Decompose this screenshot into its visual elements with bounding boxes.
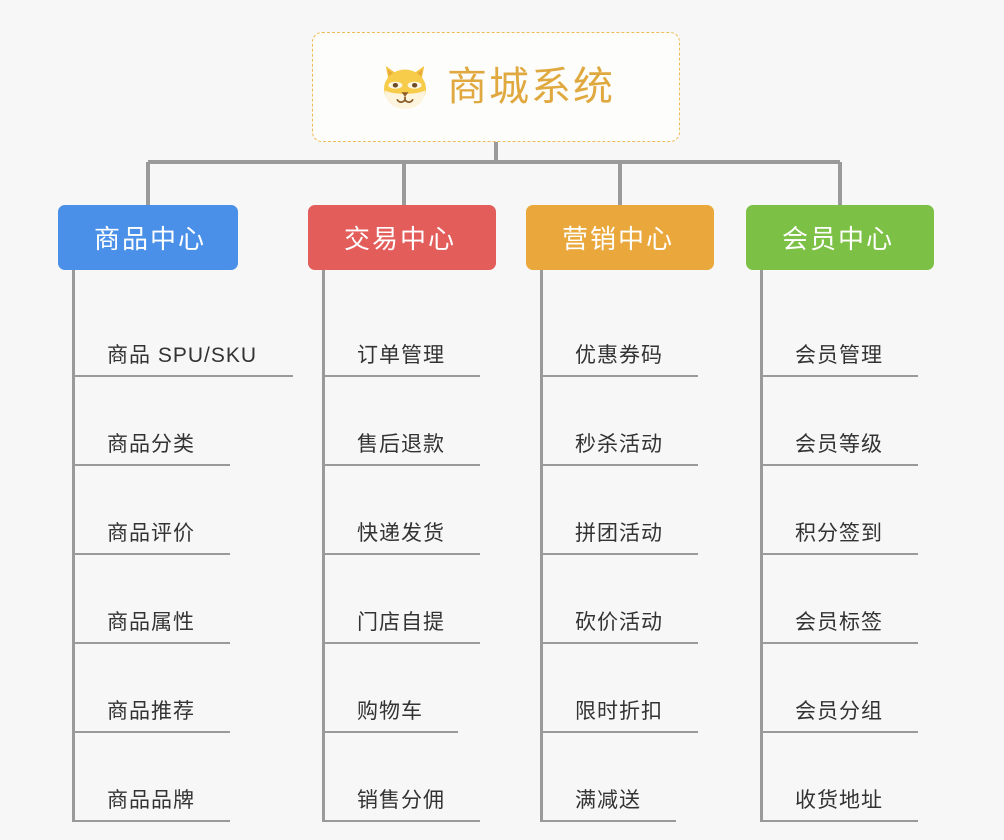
list-item[interactable]: 销售分佣	[322, 733, 528, 822]
item-label: 快递发货	[357, 522, 445, 545]
item-underline	[72, 375, 293, 377]
item-underline	[540, 553, 698, 555]
item-label: 会员分组	[795, 700, 883, 723]
item-underline	[322, 553, 480, 555]
root-title: 商城系统	[447, 65, 615, 109]
item-underline	[540, 731, 698, 733]
category-header-label: 营销中心	[562, 224, 675, 254]
item-underline	[72, 464, 230, 466]
list-item[interactable]: 限时折扣	[540, 644, 746, 733]
list-item[interactable]: 订单管理	[322, 288, 528, 377]
item-underline	[322, 642, 480, 644]
item-label: 商品分类	[107, 433, 195, 456]
list-item[interactable]: 商品分类	[72, 377, 278, 466]
item-underline	[540, 820, 676, 822]
item-underline	[760, 464, 918, 466]
category-header-label: 交易中心	[344, 224, 457, 254]
item-label: 商品评价	[107, 522, 195, 545]
item-label: 售后退款	[357, 433, 445, 456]
item-label: 秒杀活动	[575, 433, 663, 456]
list-item[interactable]: 优惠券码	[540, 288, 746, 377]
list-item[interactable]: 会员管理	[760, 288, 966, 377]
item-underline	[72, 820, 230, 822]
list-item[interactable]: 积分签到	[760, 466, 966, 555]
item-label: 收货地址	[795, 789, 883, 812]
list-item[interactable]: 秒杀活动	[540, 377, 746, 466]
item-underline	[760, 375, 918, 377]
item-label: 会员等级	[795, 433, 883, 456]
list-item[interactable]: 会员等级	[760, 377, 966, 466]
branch-column-2: 交易中心 订单管理 售后退款 快递发货 门店自提 购物车	[308, 205, 528, 822]
item-label: 商品 SPU/SKU	[107, 344, 258, 367]
list-item[interactable]: 满减送	[540, 733, 746, 822]
branch-column-3: 营销中心 优惠券码 秒杀活动 拼团活动 砍价活动 限时折扣	[526, 205, 746, 822]
item-label: 商品属性	[107, 611, 195, 634]
list-item[interactable]: 商品推荐	[72, 644, 278, 733]
list-item[interactable]: 购物车	[322, 644, 528, 733]
list-item[interactable]: 收货地址	[760, 733, 966, 822]
item-list-4: 会员管理 会员等级 积分签到 会员标签 会员分组 收货地址	[760, 270, 966, 822]
item-underline	[760, 642, 918, 644]
item-underline	[322, 464, 480, 466]
item-label: 积分签到	[795, 522, 883, 545]
item-list-2: 订单管理 售后退款 快递发货 门店自提 购物车 销售分佣	[322, 270, 528, 822]
list-item[interactable]: 商品品牌	[72, 733, 278, 822]
root-node[interactable]: 商城系统	[312, 32, 680, 142]
category-header-2[interactable]: 交易中心	[308, 205, 496, 270]
item-underline	[760, 731, 918, 733]
shiba-dog-face-icon	[384, 66, 426, 109]
category-header-1[interactable]: 商品中心	[58, 205, 238, 270]
item-underline	[322, 820, 480, 822]
item-underline	[322, 731, 458, 733]
list-item[interactable]: 快递发货	[322, 466, 528, 555]
list-item[interactable]: 会员标签	[760, 555, 966, 644]
category-header-4[interactable]: 会员中心	[746, 205, 934, 270]
item-label: 商品品牌	[107, 789, 195, 812]
item-underline	[540, 642, 698, 644]
item-label: 拼团活动	[575, 522, 663, 545]
item-label: 购物车	[357, 700, 423, 723]
list-item[interactable]: 拼团活动	[540, 466, 746, 555]
item-underline	[72, 642, 230, 644]
item-label: 限时折扣	[575, 700, 663, 723]
item-underline	[540, 464, 698, 466]
list-item[interactable]: 商品属性	[72, 555, 278, 644]
item-label: 优惠券码	[575, 344, 663, 367]
list-item[interactable]: 会员分组	[760, 644, 966, 733]
branch-column-1: 商品中心 商品 SPU/SKU 商品分类 商品评价 商品属性 商品推荐	[58, 205, 293, 822]
list-item[interactable]: 商品评价	[72, 466, 278, 555]
item-label: 订单管理	[357, 344, 445, 367]
item-underline	[72, 553, 230, 555]
item-underline	[322, 375, 480, 377]
item-label: 满减送	[575, 789, 641, 812]
list-item[interactable]: 砍价活动	[540, 555, 746, 644]
item-label: 销售分佣	[357, 789, 445, 812]
list-item[interactable]: 商品 SPU/SKU	[72, 288, 293, 377]
item-label: 会员管理	[795, 344, 883, 367]
item-list-1: 商品 SPU/SKU 商品分类 商品评价 商品属性 商品推荐 商品品牌	[72, 270, 293, 822]
list-item[interactable]: 售后退款	[322, 377, 528, 466]
category-header-label: 商品中心	[94, 224, 207, 254]
item-label: 砍价活动	[575, 611, 663, 634]
item-underline	[760, 553, 918, 555]
item-label: 门店自提	[357, 611, 445, 634]
item-label: 会员标签	[795, 611, 883, 634]
category-header-3[interactable]: 营销中心	[526, 205, 714, 270]
item-underline	[760, 820, 918, 822]
category-header-label: 会员中心	[782, 224, 895, 254]
branch-column-4: 会员中心 会员管理 会员等级 积分签到 会员标签 会员分组	[746, 205, 966, 822]
list-item[interactable]: 门店自提	[322, 555, 528, 644]
item-label: 商品推荐	[107, 700, 195, 723]
item-underline	[540, 375, 698, 377]
item-underline	[72, 731, 230, 733]
item-list-3: 优惠券码 秒杀活动 拼团活动 砍价活动 限时折扣 满减送	[540, 270, 746, 822]
